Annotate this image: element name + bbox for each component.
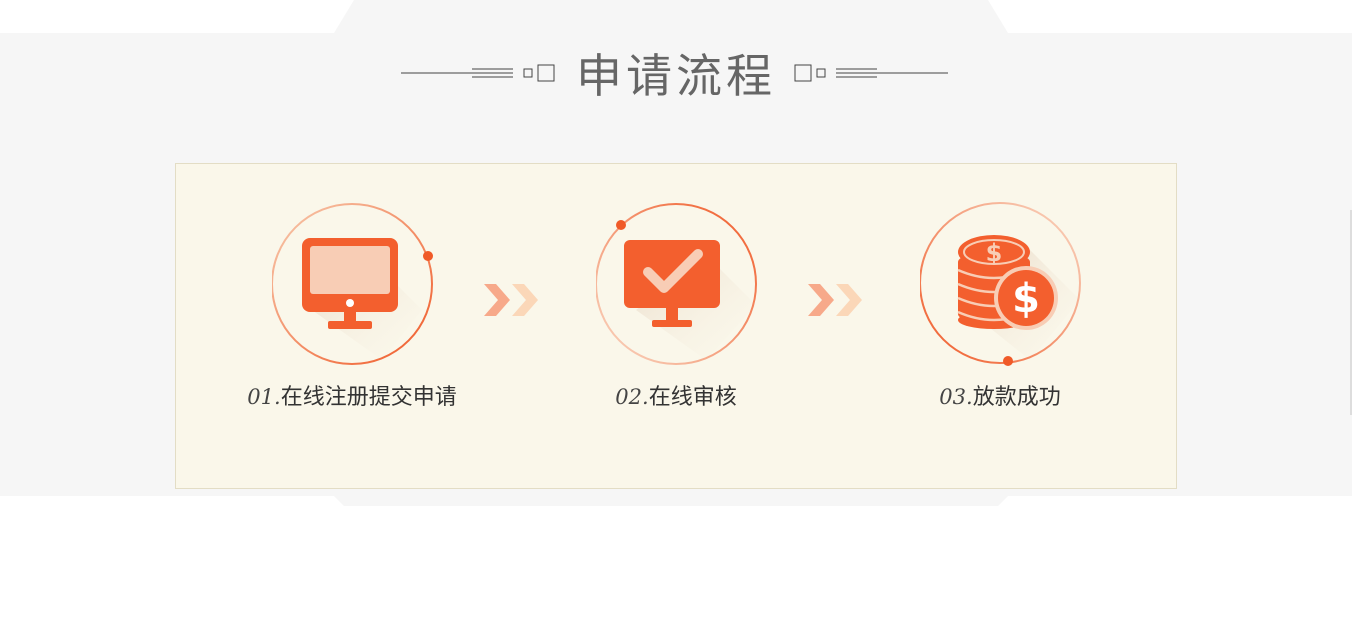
step-2-label: 02.在线审核 bbox=[556, 380, 796, 415]
coins-dollar-icon: $ $ bbox=[920, 202, 1081, 366]
process-panel: 01.在线注册提交申请 bbox=[175, 163, 1177, 489]
step-2-number: 02. bbox=[615, 385, 649, 409]
chevron-right-arrows-icon bbox=[808, 284, 862, 316]
step-2-text: 在线审核 bbox=[648, 385, 737, 410]
chevron-right-arrows-icon bbox=[484, 284, 538, 316]
svg-text:$: $ bbox=[1012, 276, 1040, 322]
step-3-number: 03. bbox=[939, 385, 973, 409]
step-1-label: 01.在线注册提交申请 bbox=[232, 380, 472, 415]
checkmark-monitor-icon bbox=[596, 203, 757, 365]
svg-text:$: $ bbox=[986, 239, 1003, 267]
page-title: 申请流程 bbox=[576, 49, 776, 103]
monitor-icon bbox=[272, 203, 433, 365]
step-1-text: 在线注册提交申请 bbox=[280, 385, 457, 410]
process-step-1: 01.在线注册提交申请 bbox=[232, 200, 472, 430]
step-3-text: 放款成功 bbox=[972, 385, 1061, 410]
section-header: 申请流程 bbox=[0, 40, 1352, 110]
title-right-ornament-icon bbox=[794, 64, 948, 82]
title-left-ornament-icon bbox=[401, 64, 555, 82]
step-1-number: 01. bbox=[247, 385, 281, 409]
header-tab-shape bbox=[334, 0, 1008, 33]
step-3-label: 03.放款成功 bbox=[880, 380, 1120, 415]
process-step-2: 02.在线审核 bbox=[556, 200, 796, 430]
scrollbar-edge bbox=[1350, 210, 1352, 415]
process-step-3: $ $ 03.放款成功 bbox=[880, 200, 1120, 430]
footer-tab-shape bbox=[334, 496, 1008, 506]
